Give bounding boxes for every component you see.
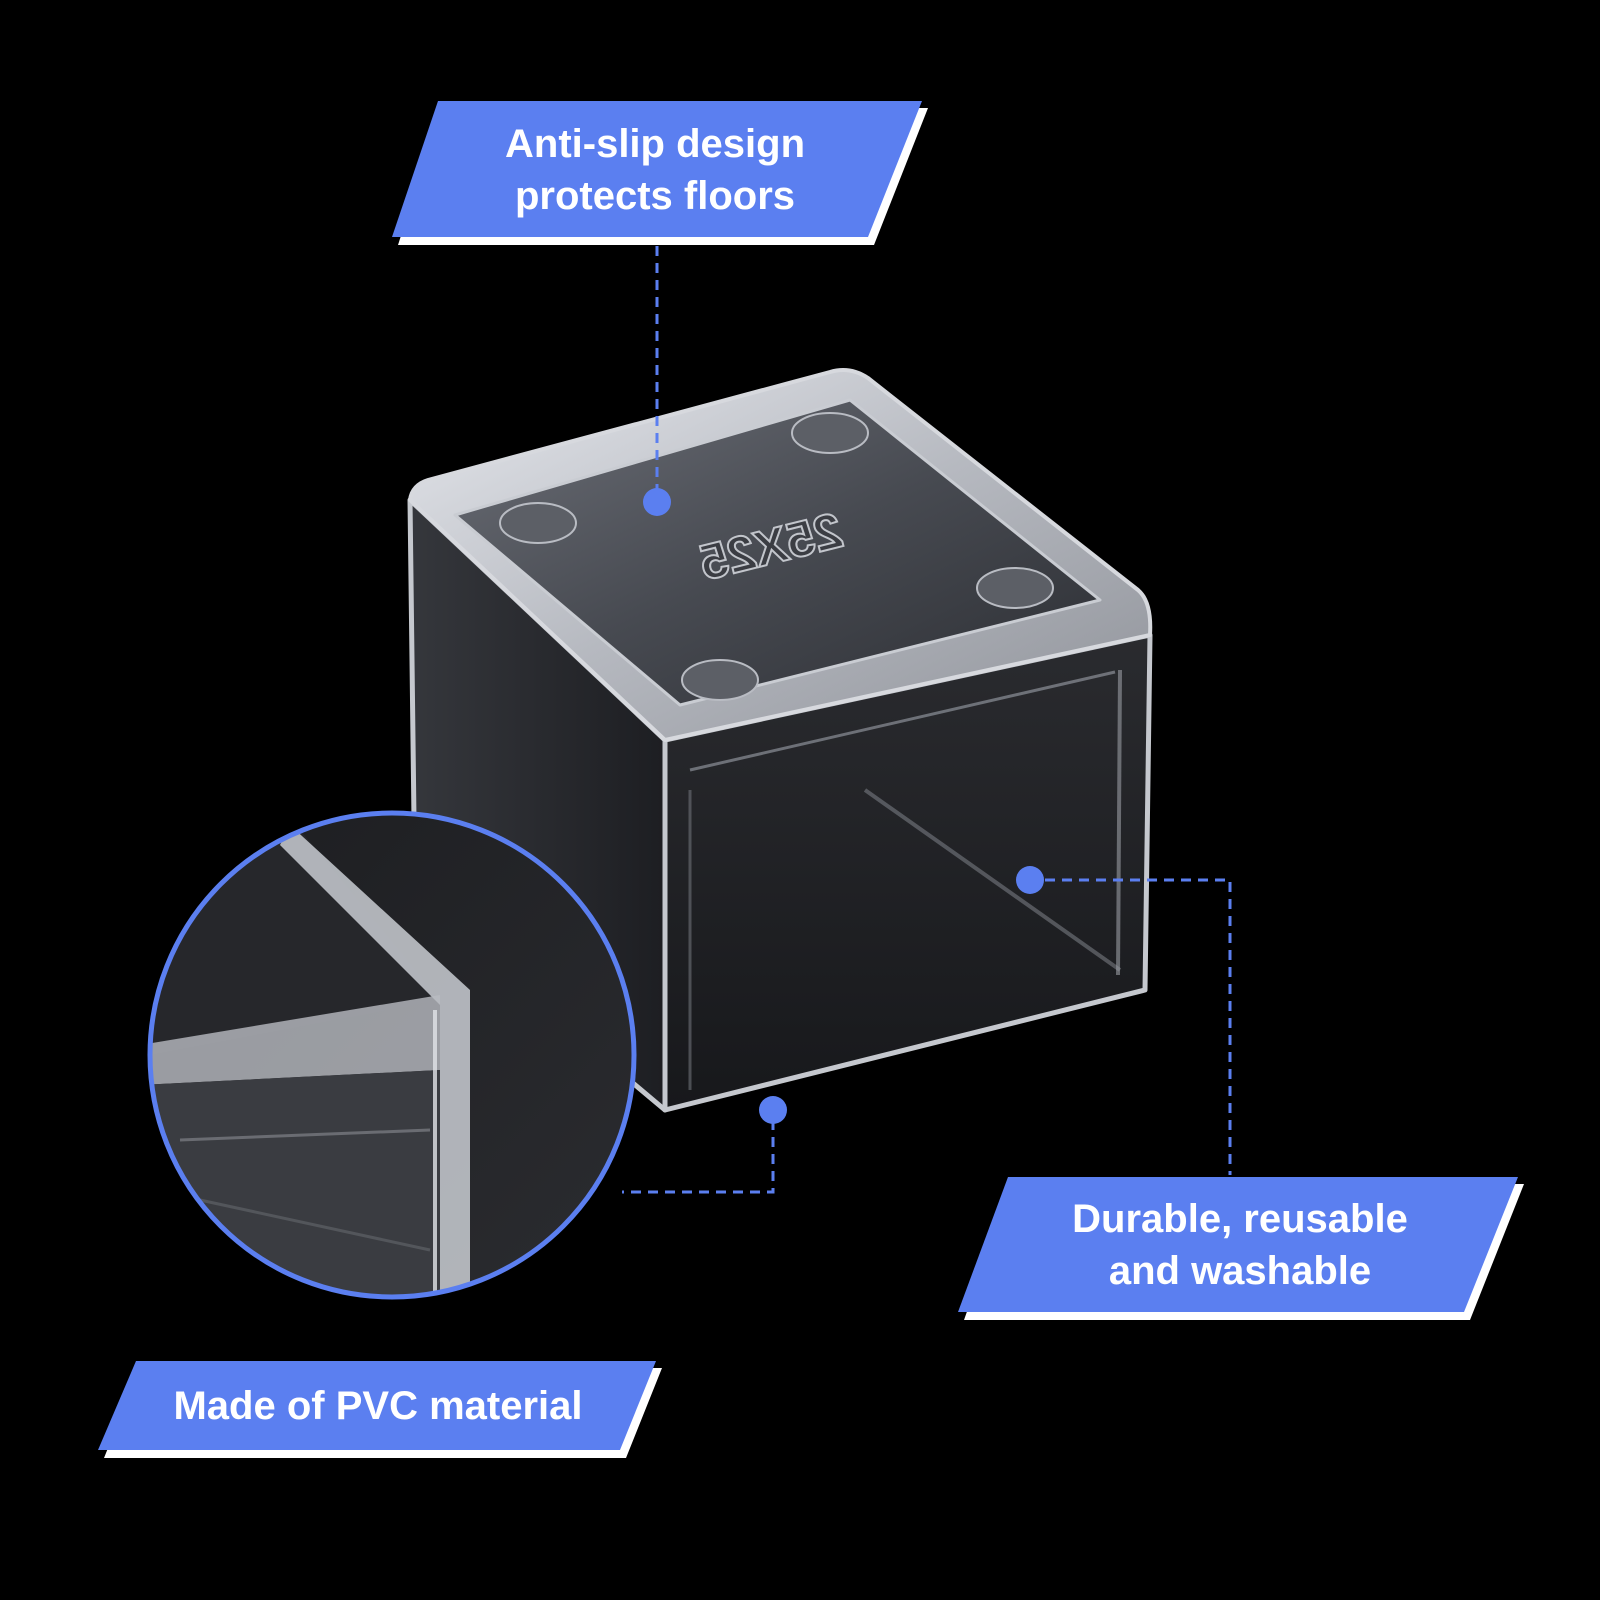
- leader-line-right: [1045, 878, 1232, 1175]
- anchor-dot-left: [759, 1096, 787, 1124]
- banner-left: [98, 1361, 656, 1450]
- anti-slip-pad: [976, 567, 1054, 609]
- pvc-cap-image: 25X25: [407, 368, 1153, 1113]
- banner-right: [958, 1177, 1518, 1312]
- leader-line-left: [622, 1120, 775, 1194]
- banner-top: [392, 101, 922, 237]
- zoom-circle-border: [147, 810, 637, 1300]
- leader-lines: [622, 246, 1232, 1194]
- anti-slip-pad: [791, 412, 869, 454]
- callout-shapes: [98, 101, 1524, 1458]
- anchor-dot-top: [643, 488, 671, 516]
- anti-slip-pad: [499, 502, 577, 544]
- anchor-dot-right: [1016, 866, 1044, 894]
- anti-slip-pad: [681, 659, 759, 701]
- material-zoom-inset: [147, 810, 637, 1300]
